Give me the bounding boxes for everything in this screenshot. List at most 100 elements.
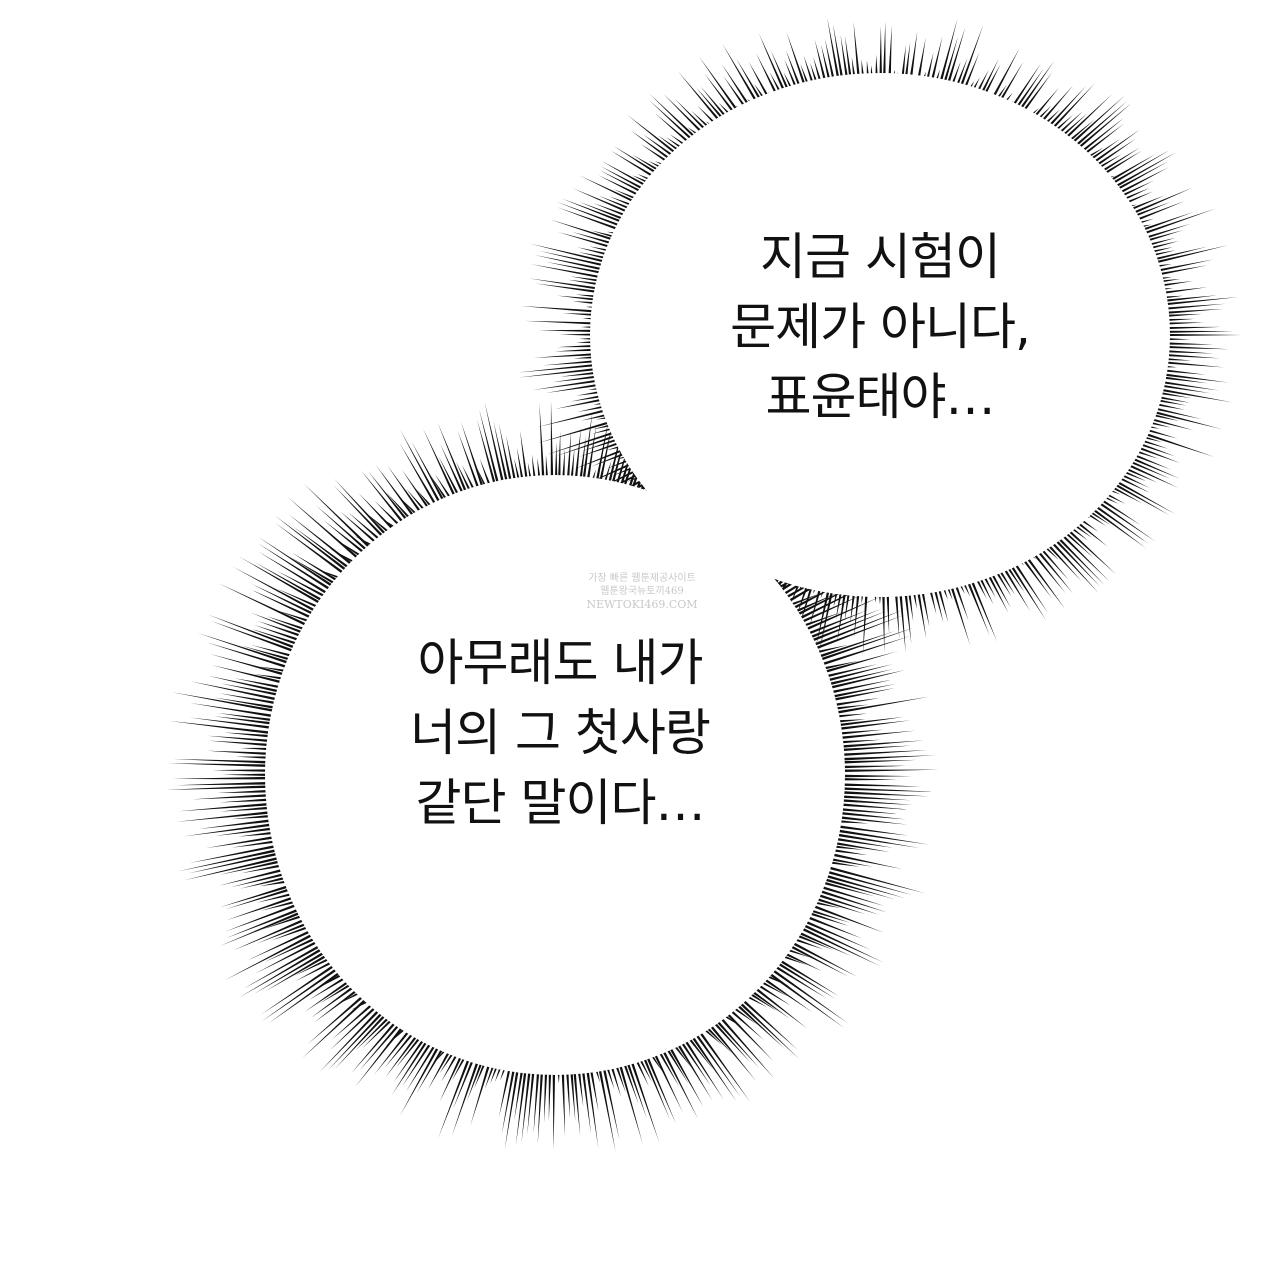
burst-spike xyxy=(1161,295,1218,303)
burst-spike xyxy=(251,628,301,646)
burst-spike xyxy=(559,333,596,336)
burst-spike xyxy=(501,1065,516,1135)
burst-spike xyxy=(333,485,387,540)
burst-spike xyxy=(539,250,607,267)
burst-spike xyxy=(319,1006,383,1073)
burst-spike xyxy=(355,1023,406,1087)
burst-spike xyxy=(1031,551,1066,594)
burst-spike xyxy=(288,513,356,568)
burst-spike xyxy=(250,612,307,635)
burst-spike xyxy=(832,837,893,848)
burst-spike xyxy=(824,865,926,894)
burst-spike xyxy=(1098,497,1141,525)
burst-spike xyxy=(400,1043,442,1116)
burst-spike xyxy=(899,591,906,654)
burst-spike xyxy=(788,940,858,977)
burst-spike xyxy=(837,803,909,810)
burst-spike xyxy=(259,879,291,887)
burst-spike xyxy=(1107,154,1156,183)
burst-spike xyxy=(589,1066,599,1112)
burst-spike xyxy=(1159,380,1220,391)
burst-spike xyxy=(256,892,296,903)
burst-spike xyxy=(816,627,915,663)
burst-spike xyxy=(1056,111,1083,136)
burst-spike xyxy=(556,201,623,228)
burst-spike xyxy=(814,39,827,84)
burst-spike xyxy=(875,54,878,79)
burst-spike xyxy=(303,483,374,551)
burst-spike xyxy=(904,590,912,644)
burst-spike xyxy=(748,988,790,1019)
burst-spike xyxy=(1151,246,1208,262)
burst-spike xyxy=(218,867,287,886)
burst-spike xyxy=(853,21,861,80)
burst-spike xyxy=(601,161,649,188)
burst-spike xyxy=(256,921,310,944)
burst-spike xyxy=(233,917,308,951)
burst-spike xyxy=(493,421,509,486)
burst-spike xyxy=(793,933,834,950)
burst-spike xyxy=(260,962,338,1015)
burst-spike xyxy=(920,588,930,627)
burst-spike xyxy=(570,276,603,283)
burst-spike xyxy=(331,1001,376,1040)
burst-spike xyxy=(1127,459,1170,479)
burst-spike xyxy=(784,59,798,90)
burst-spike xyxy=(1152,245,1229,265)
burst-spike xyxy=(1046,85,1087,129)
burst-spike xyxy=(827,679,892,695)
burst-spike xyxy=(815,631,895,659)
burst-spike xyxy=(825,669,893,687)
burst-spike xyxy=(219,693,280,705)
burst-spike xyxy=(1122,466,1158,483)
burst-spike xyxy=(484,1061,496,1089)
burst-spike xyxy=(1090,129,1141,165)
burst-spike xyxy=(879,26,882,79)
burst-spike xyxy=(438,1055,472,1139)
burst-spike xyxy=(1031,87,1059,120)
burst-spike xyxy=(308,975,349,1001)
burst-spike xyxy=(570,394,605,402)
burst-spike xyxy=(1156,391,1192,399)
burst-spike xyxy=(264,936,319,963)
burst-spike xyxy=(224,932,317,981)
burst-spike xyxy=(657,135,682,153)
burst-spike xyxy=(1116,167,1169,195)
burst-spike xyxy=(1121,187,1150,202)
burst-spike xyxy=(294,956,333,976)
burst-spike xyxy=(664,1045,689,1085)
burst-spike xyxy=(598,420,614,485)
dialogue-line: 아무래도 내가 xyxy=(417,634,704,692)
burst-spike xyxy=(271,924,312,941)
speech-bubble-2-body xyxy=(265,475,845,1075)
burst-spike xyxy=(391,1037,430,1096)
burst-spike xyxy=(844,590,851,621)
burst-spike xyxy=(289,556,339,587)
burst-spike xyxy=(807,610,888,644)
burst-spike xyxy=(1116,475,1150,493)
burst-spike xyxy=(850,590,856,624)
burst-spike xyxy=(625,1059,647,1119)
burst-spike xyxy=(1118,472,1150,488)
burst-spike xyxy=(836,729,884,736)
burst-spike xyxy=(930,36,943,83)
burst-spike xyxy=(989,571,1011,608)
burst-spike xyxy=(323,519,368,556)
burst-spike xyxy=(769,72,783,95)
burst-spike xyxy=(816,888,888,913)
burst-spike xyxy=(1095,154,1122,170)
burst-spike xyxy=(818,635,911,667)
burst-spike xyxy=(581,413,611,421)
burst-spike xyxy=(276,570,329,600)
burst-spike xyxy=(814,892,880,915)
burst-spike xyxy=(700,86,729,120)
burst-spike xyxy=(601,1064,620,1140)
burst-spike xyxy=(839,769,939,773)
burst-spike xyxy=(652,1050,683,1113)
burst-spike xyxy=(165,785,272,790)
burst-spike xyxy=(797,925,881,967)
burst-spike xyxy=(1160,376,1208,384)
burst-spike xyxy=(498,1065,512,1118)
burst-spike xyxy=(723,76,748,110)
burst-spike xyxy=(600,170,645,194)
